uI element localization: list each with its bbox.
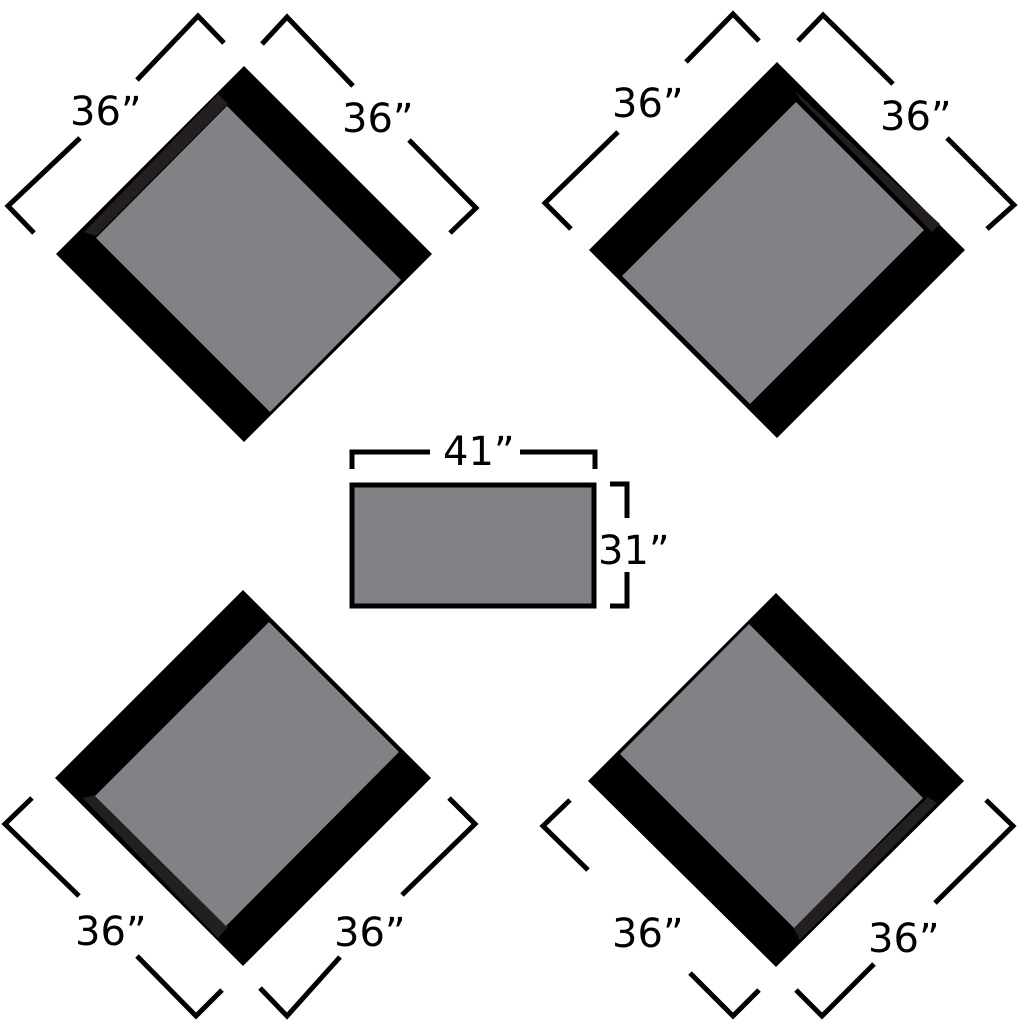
dimension-bracket-right bbox=[260, 13, 355, 88]
dimension-bracket-left-lower bbox=[688, 971, 761, 1020]
dimension-bracket-left bbox=[684, 10, 761, 64]
dimension-bracket-left bbox=[539, 798, 590, 872]
chair-cushion bbox=[96, 106, 401, 412]
dimension-bracket-right-lower bbox=[258, 955, 342, 1020]
chair-width-label: 36” bbox=[612, 911, 684, 957]
ottoman-depth-label: 31” bbox=[598, 528, 670, 574]
chair-back-edge bbox=[793, 797, 937, 940]
dimension-bracket-left-lower bbox=[135, 954, 224, 1020]
dimension-bracket-left bbox=[1, 796, 81, 898]
dimension-bracket-left-lower bbox=[4, 136, 82, 235]
chair-top-right: 36” 36” bbox=[541, 10, 1018, 438]
chair-depth-label: 36” bbox=[880, 94, 952, 140]
chair-width-label: 36” bbox=[70, 89, 142, 135]
dimension-bracket-left-lower bbox=[541, 130, 620, 231]
chair-cushion bbox=[622, 102, 924, 404]
ottoman-depth-bracket-top bbox=[610, 481, 630, 518]
chair-bottom-right: 36” 36” bbox=[539, 593, 1017, 1020]
dimension-bracket-right-lower bbox=[794, 962, 876, 1020]
ottoman-width-label: 41” bbox=[443, 429, 515, 475]
chair-depth-label: 36” bbox=[334, 910, 406, 956]
chair-back-edge bbox=[83, 795, 228, 938]
ottoman-width-bracket-left bbox=[349, 449, 430, 469]
chair-depth-label: 36” bbox=[342, 96, 414, 142]
dimension-bracket-right bbox=[933, 798, 1017, 905]
dimension-bracket-right bbox=[796, 11, 895, 86]
chair-bottom-left: 36” 36” bbox=[1, 590, 479, 1020]
chair-cushion bbox=[95, 622, 399, 926]
dimension-bracket-right-lower bbox=[407, 138, 480, 235]
chair-back-edge bbox=[795, 91, 940, 232]
ottoman-body bbox=[349, 482, 597, 609]
chair-back-edge bbox=[84, 94, 228, 236]
chair-cushion bbox=[620, 624, 923, 928]
ottoman-depth-bracket-bottom bbox=[610, 572, 630, 609]
chair-top-left: 36” 36” bbox=[4, 12, 480, 442]
chair-width-label: 36” bbox=[612, 81, 684, 127]
ottoman-width-bracket-right bbox=[520, 449, 598, 469]
ottoman: 41” 31” bbox=[349, 429, 670, 609]
dimension-bracket-right-lower bbox=[945, 136, 1018, 231]
chair-depth-label: 36” bbox=[868, 916, 940, 962]
chair-width-label: 36” bbox=[75, 909, 147, 955]
dimension-bracket-right bbox=[400, 796, 479, 897]
dimension-bracket-left bbox=[135, 12, 226, 82]
